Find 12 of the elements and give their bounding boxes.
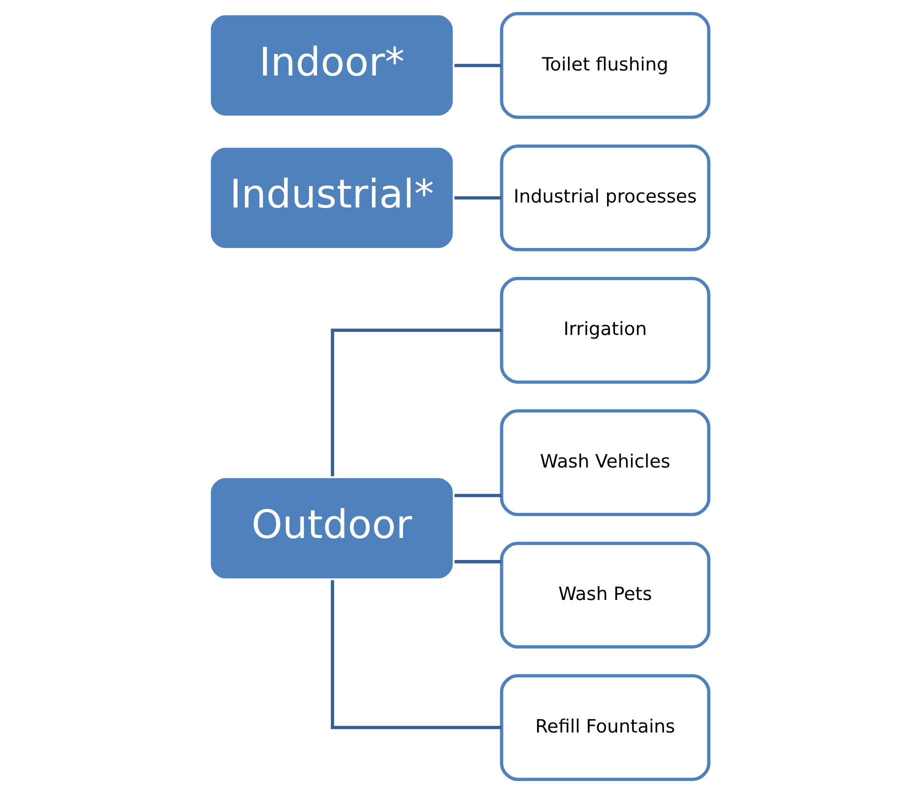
- node-box: Wash Pets: [499, 542, 710, 649]
- node-box: Refill Fountains: [499, 674, 710, 781]
- node-box: Toilet flushing: [499, 12, 710, 119]
- connector: [454, 560, 501, 564]
- connector: [330, 328, 501, 476]
- node-box: Irrigation: [499, 276, 710, 384]
- connector: [454, 494, 501, 498]
- node-box: Industrial processes: [499, 144, 710, 252]
- node-box: Wash Vehicles: [499, 409, 710, 516]
- connector: [454, 64, 501, 68]
- connector: [454, 196, 501, 200]
- connector: [330, 580, 501, 730]
